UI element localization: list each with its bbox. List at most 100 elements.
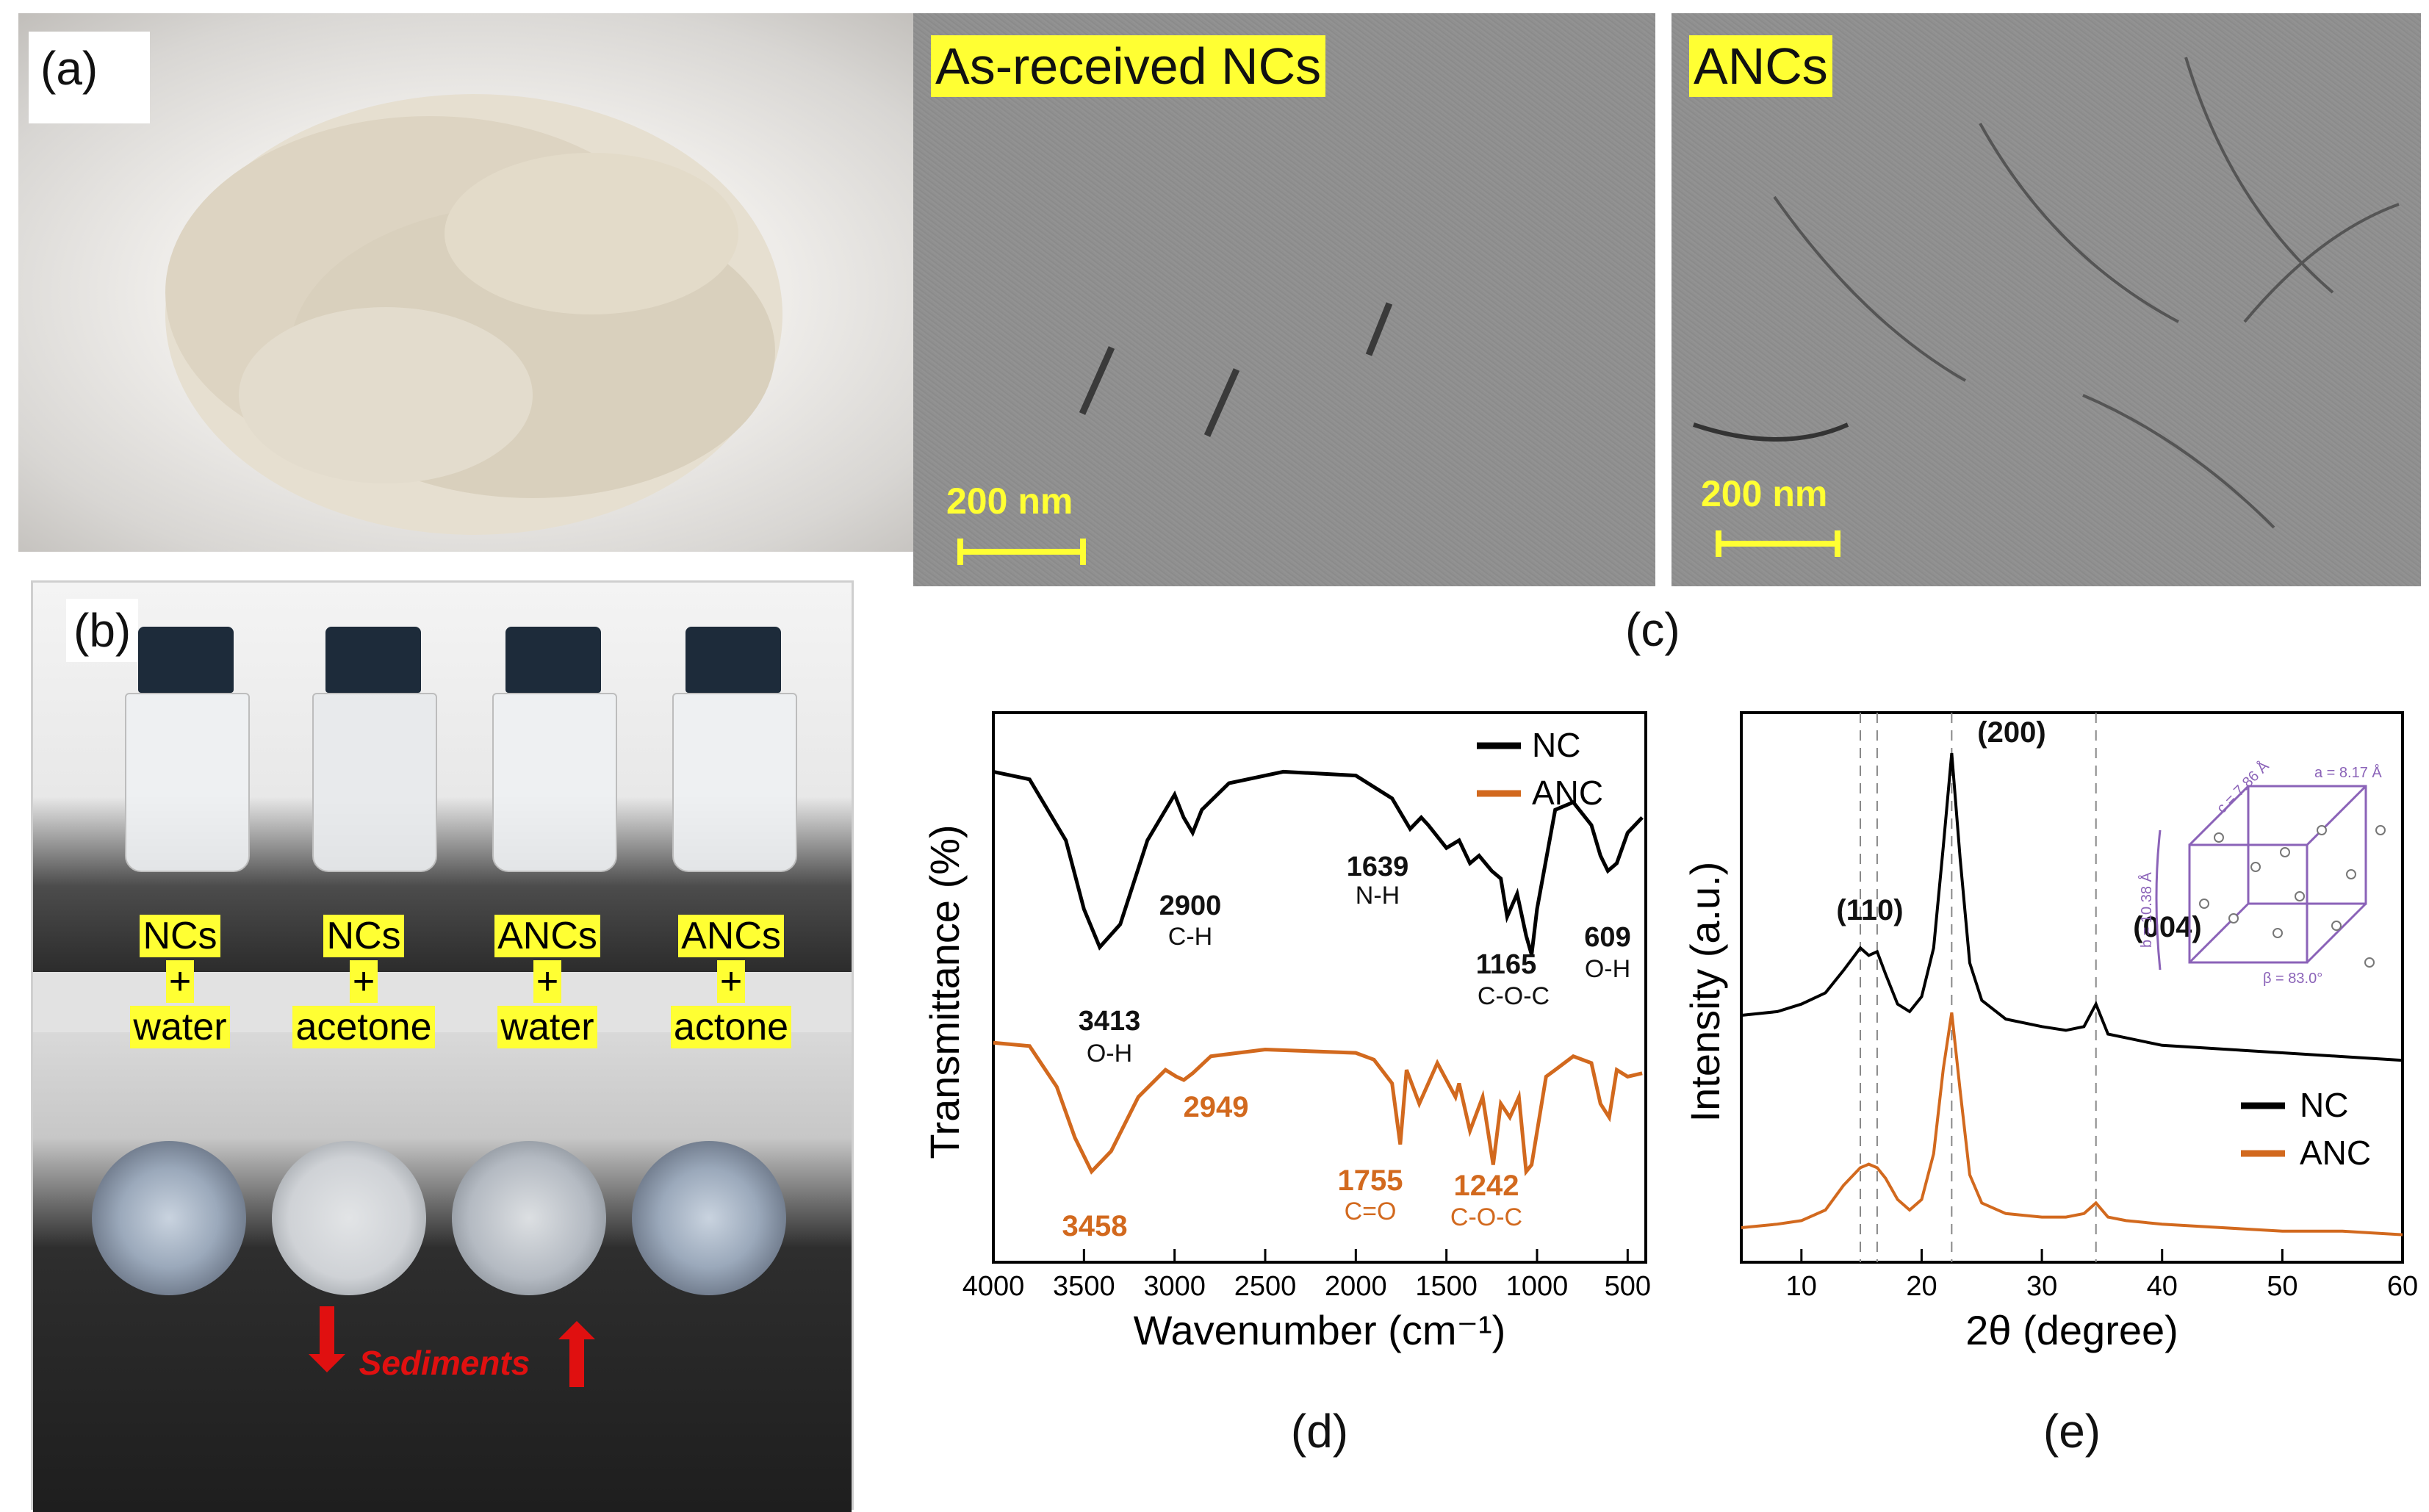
ftir-tick-label: 4000 [962,1271,1025,1302]
vial-3-line1: ANCs [494,915,600,957]
panel-e-letter: (e) [2043,1405,2101,1458]
vial-2-line3: acetone [292,1006,435,1048]
ftir-tick-label: 500 [1605,1271,1651,1302]
ftir-y-axis-label: Transmittance (%) [921,824,968,1159]
vial-2-line1: NCs [323,915,404,957]
ftir-tick-label: 3000 [1143,1271,1206,1302]
panel-a-letter: (a) [40,42,98,95]
ftir-anc-3458-num: 3458 [1062,1210,1128,1242]
ftir-tick-label: 3500 [1053,1271,1115,1302]
vial-2-line2: + [349,960,378,1003]
xrd-y-axis-label: Intensity (a.u.) [1682,862,1728,1123]
ftir-anc-1755-num: 1755 [1338,1164,1403,1197]
vial-4-line3: actone [670,1006,792,1048]
panel-a-label-box [29,32,150,123]
ftir-anc-1242-num: 1242 [1454,1170,1519,1202]
xrd-tick-label: 10 [1786,1271,1817,1302]
vial-1-line3: water [130,1006,230,1048]
ftir-chart: 4000 3500 3000 2500 2000 1500 1000 500 NC ANC 3… [921,711,1651,1458]
lattice-beta-label: β = 83.0° [2263,971,2322,987]
ftir-series-anc [993,1040,1643,1176]
lattice-a-label: a = 8.17 Å [2314,764,2382,781]
tem-left-scale-label: 200 nm [946,480,1073,522]
vial-label-1: NCs + water [107,913,253,1050]
vial-bottom-4 [632,1141,786,1295]
sediments-arrow-left-icon [309,1306,345,1372]
ftir-anc-2949-num: 2949 [1184,1091,1249,1123]
xrd-plot-frame [1740,711,2404,1264]
panel-c-letter: (c) [1625,603,1680,656]
xrd-legend-nc: NC [2300,1086,2348,1124]
xrd-tick-label: 30 [2026,1271,2057,1302]
ftir-nc-609-num: 609 [1584,922,1630,953]
xrd-series-nc [1741,752,2403,1062]
ftir-tick-label: 1000 [1506,1271,1569,1302]
xrd-series-anc [1741,1012,2403,1236]
vial-3-line2: + [533,960,562,1003]
panel-b-letter: (b) [66,599,139,662]
lattice-b-label: b = 10.38 Å [2138,871,2155,948]
ftir-anc-1242-bond: C-O-C [1450,1203,1522,1231]
vial-bottom-3 [452,1141,606,1295]
xrd-peak-200: (200) [1977,716,2045,749]
vial-1-line1: NCs [140,915,220,957]
tem-right-title: ANCs [1689,35,1832,97]
ftir-nc-3413-bond: O-H [1087,1040,1132,1068]
vial-side-2 [312,627,437,872]
vial-1-line2: + [165,960,195,1003]
xrd-tick-label: 60 [2387,1271,2418,1302]
ftir-tick-label: 2000 [1325,1271,1387,1302]
vial-side-4 [672,627,797,872]
ftir-tick-label: 1500 [1415,1271,1478,1302]
ftir-tick-label: 2500 [1234,1271,1297,1302]
vial-label-2: NCs + acetone [279,913,448,1050]
tem-as-received-ncs: As-received NCs 200 nm [913,13,1655,586]
vial-label-3: ANCs + water [474,913,621,1050]
xrd-x-axis-label: 2θ (degree) [1965,1307,2178,1353]
tem-ancs: ANCs 200 nm [1671,13,2421,586]
tem-left-title: As-received NCs [931,35,1326,97]
ftir-nc-1639-bond: N-H [1356,882,1400,910]
ftir-nc-1165-num: 1165 [1476,949,1536,980]
xrd-peak-110: (110) [1836,894,1903,926]
xrd-tick-label: 50 [2267,1271,2297,1302]
tem-fibers-left [1079,302,1393,437]
tem-right-scale-label: 200 nm [1701,473,1828,514]
vial-label-4: ANCs + actone [654,913,808,1050]
xrd-legend-anc: ANC [2300,1134,2371,1172]
ftir-nc-1165-bond: C-O-C [1478,982,1550,1010]
xrd-reference-lines [1860,713,2097,1262]
ftir-series-nc [993,769,1644,956]
vial-side-1 [125,627,250,872]
vial-4-line1: ANCs [678,915,784,957]
vial-side-3 [492,627,617,872]
photo-nanocrystal-powder: (a) [18,13,966,552]
unit-cell-inset [2155,785,2386,971]
molecule-atoms [2199,825,2386,968]
ftir-plot-frame [992,711,1647,1264]
ftir-legend-nc: NC [1532,726,1580,764]
ftir-nc-609-bond: O-H [1585,955,1630,983]
tem-right-scale-bar [1716,530,1840,557]
ftir-x-ticks: 4000 3500 3000 2500 2000 1500 1000 500 [962,1249,1651,1302]
vial-bottom-2 [272,1141,426,1295]
xrd-tick-label: 20 [1906,1271,1937,1302]
ftir-anc-1755-bond: C=O [1345,1198,1397,1225]
ftir-x-axis-label: Wavenumber (cm⁻¹) [1134,1307,1506,1353]
ftir-nc-2900-bond: C-H [1168,923,1212,951]
ftir-nc-2900-num: 2900 [1159,890,1222,921]
ftir-nc-3413-num: 3413 [1079,1006,1141,1037]
vial-bottom-1 [92,1141,246,1295]
sediments-annotation: Sediments [309,1306,595,1387]
vial-4-line2: + [716,960,746,1003]
panel-d-letter: (d) [1291,1405,1348,1458]
photo-vials: NCs + water NCs + acetone ANCs + water A… [31,580,854,1512]
sediments-arrow-right-icon [558,1321,595,1387]
sediments-label: Sediments [359,1344,530,1382]
vial-3-line3: water [497,1006,597,1048]
ftir-legend-anc: ANC [1532,774,1603,812]
tem-left-scale-bar [957,539,1086,565]
ftir-nc-1639-num: 1639 [1347,852,1409,882]
